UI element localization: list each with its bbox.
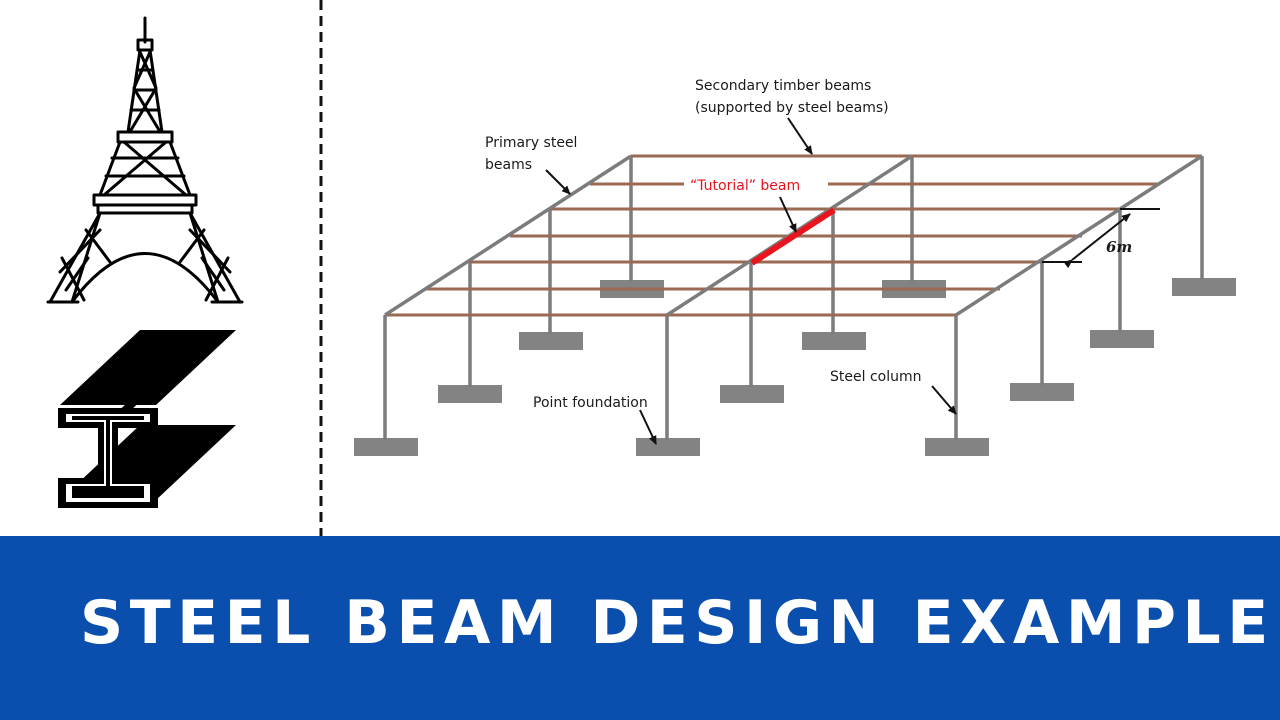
secondary-beams-label-line1: Secondary timber beams <box>695 78 871 94</box>
span-dimension-label: 6m <box>1106 238 1132 256</box>
secondary-beams-label-line2: (supported by steel beams) <box>695 100 889 116</box>
tutorial-beam <box>750 207 836 266</box>
primary-beam-arrow <box>545 169 571 195</box>
tutorial-beam-label: “Tutorial” beam <box>690 178 800 194</box>
foundation-pad <box>802 332 866 350</box>
span-dimension-line <box>1063 213 1131 269</box>
secondary-beam-arrow <box>787 117 813 155</box>
foundation-pad <box>1172 278 1236 296</box>
primary-steel-beam <box>384 154 632 317</box>
foundation-pad <box>438 385 502 403</box>
eiffel-tower-icon <box>46 16 244 304</box>
foundation-pad <box>1010 383 1074 401</box>
point-foundation-arrow <box>639 409 657 445</box>
steel-column-arrow <box>931 385 957 415</box>
point-foundation-label: Point foundation <box>533 395 648 411</box>
primary-beams-label-line2: beams <box>485 157 532 173</box>
foundation-pad <box>636 438 700 456</box>
foundation-pad <box>925 438 989 456</box>
i-beam-icon <box>58 330 236 508</box>
steel-column-label: Steel column <box>830 369 921 385</box>
title-banner <box>0 536 1280 720</box>
dashed-divider <box>319 0 323 536</box>
foundation-pad <box>1090 330 1154 348</box>
foundation-pad <box>354 438 418 456</box>
banner-title: STEEL BEAM DESIGN EXAMPLE <box>80 588 1275 658</box>
tutorial-beam-arrow <box>779 196 797 233</box>
foundation-pad <box>519 332 583 350</box>
primary-beams-label-line1: Primary steel <box>485 135 577 151</box>
foundation-pad <box>720 385 784 403</box>
steel-frame-diagram: Secondary timber beams (supported by ste… <box>354 78 1236 456</box>
